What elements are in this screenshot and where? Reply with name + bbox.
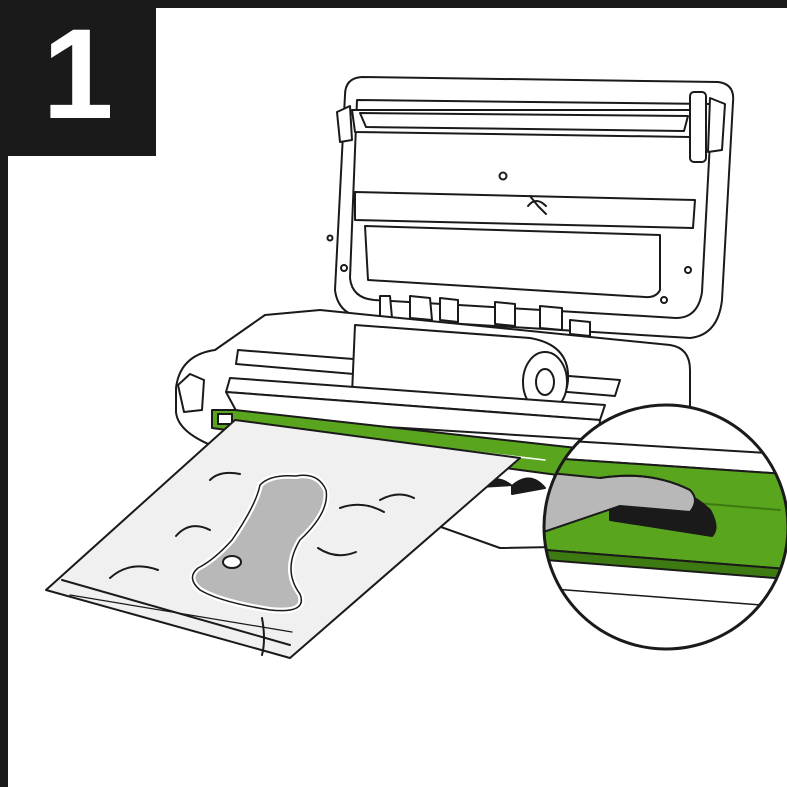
step-number-badge: 1 xyxy=(0,0,156,156)
frame-left-border xyxy=(0,0,8,787)
sealer-lid xyxy=(326,76,735,339)
detail-callout xyxy=(542,403,787,651)
step-number: 1 xyxy=(42,3,114,146)
vacuum-bag xyxy=(45,419,521,659)
frame-top-border xyxy=(0,0,787,8)
